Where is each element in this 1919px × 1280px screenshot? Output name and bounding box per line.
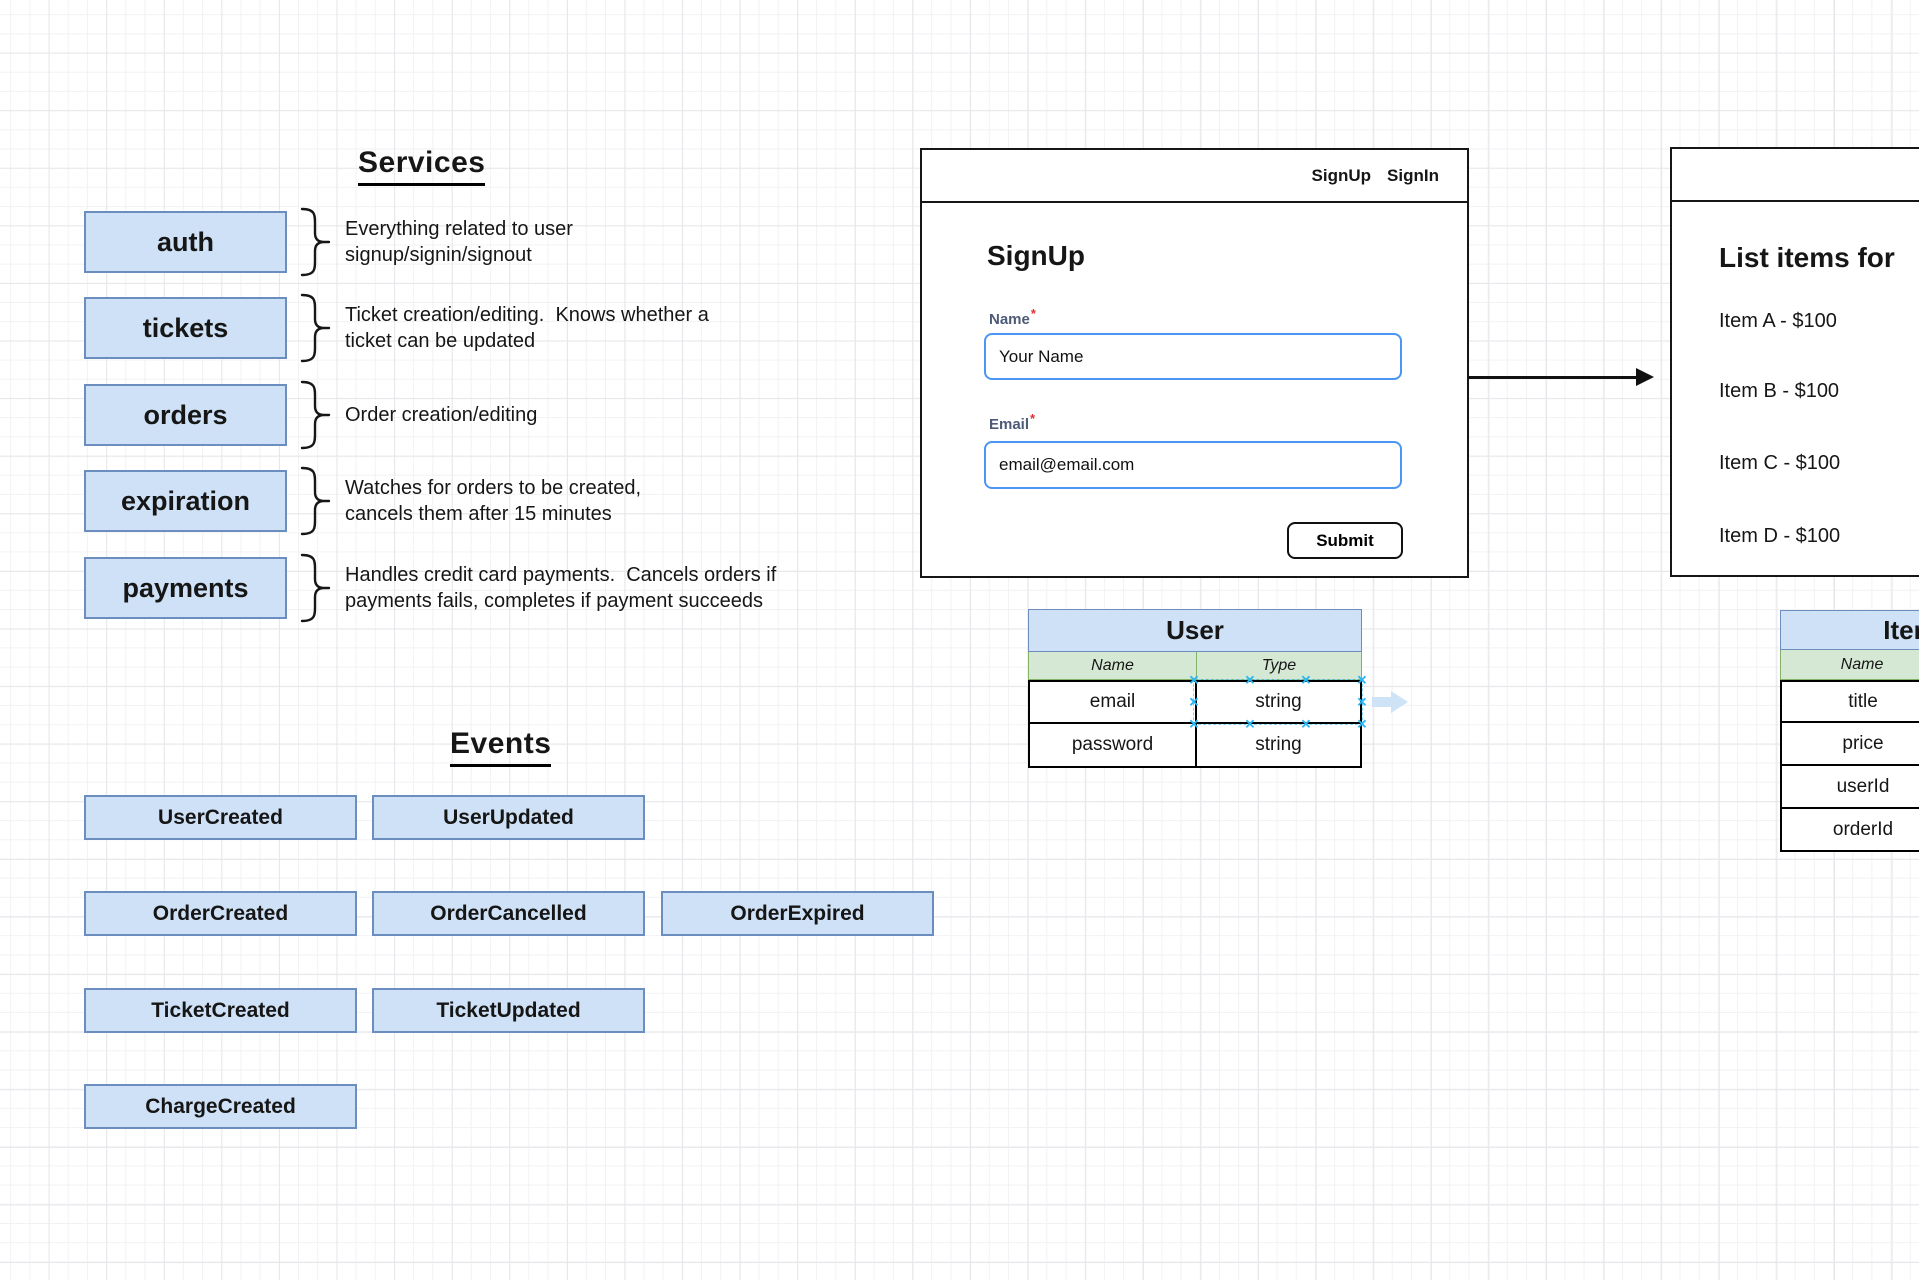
direction-hint-arrow-icon[interactable] bbox=[1372, 691, 1408, 713]
service-box-auth[interactable]: auth bbox=[84, 211, 287, 273]
required-asterisk: * bbox=[1030, 306, 1036, 321]
event-box-ticketcreated[interactable]: TicketCreated bbox=[84, 988, 357, 1033]
event-box-ordercancelled[interactable]: OrderCancelled bbox=[372, 891, 645, 936]
user-table[interactable]: User Name Type email string password str… bbox=[1028, 609, 1363, 768]
column-header-type[interactable]: Type bbox=[1196, 652, 1361, 679]
field-name-cell[interactable]: orderId bbox=[1832, 818, 1894, 840]
selection-handle[interactable] bbox=[1189, 674, 1200, 687]
service-box-label: tickets bbox=[142, 312, 229, 343]
list-item[interactable]: Item D - $100 bbox=[1719, 525, 1841, 547]
service-row-orders: orders Order creation/editing bbox=[84, 380, 538, 450]
name-field-label: Name* bbox=[989, 306, 1036, 328]
list-item[interactable]: Item C - $100 bbox=[1719, 452, 1841, 474]
list-title: List items for bbox=[1719, 242, 1895, 273]
item-table[interactable]: Item Name title price userId orderId bbox=[1780, 610, 1919, 852]
service-description: Ticket creation/editing. Knows whether a… bbox=[345, 304, 709, 352]
email-field-label: Email* bbox=[989, 411, 1036, 433]
service-description: Handles credit card payments. Cancels or… bbox=[345, 564, 777, 612]
service-description: Everything related to user signup/signin… bbox=[345, 218, 573, 266]
connector-arrowhead-icon bbox=[1636, 368, 1654, 386]
event-box-ordercreated[interactable]: OrderCreated bbox=[84, 891, 357, 936]
column-header-name[interactable]: Name bbox=[1091, 656, 1134, 674]
service-box-orders[interactable]: orders bbox=[84, 384, 287, 446]
selection-handle[interactable] bbox=[1245, 674, 1256, 687]
event-box-label: UserCreated bbox=[158, 805, 283, 829]
name-input[interactable] bbox=[984, 333, 1402, 380]
event-box-label: OrderCreated bbox=[152, 901, 289, 925]
curly-brace-icon bbox=[300, 380, 331, 450]
field-name-cell[interactable]: password bbox=[1071, 734, 1154, 755]
service-description: Order creation/editing bbox=[345, 404, 538, 426]
event-box-userupdated[interactable]: UserUpdated bbox=[372, 795, 645, 840]
user-table-title[interactable]: User bbox=[1028, 609, 1362, 652]
service-box-expiration[interactable]: expiration bbox=[84, 470, 287, 532]
event-box-label: TicketCreated bbox=[151, 998, 290, 1022]
selection-handle[interactable] bbox=[1189, 696, 1200, 709]
event-box-orderexpired[interactable]: OrderExpired bbox=[661, 891, 934, 936]
service-description: Watches for orders to be created, cancel… bbox=[345, 477, 642, 525]
nav-signin-link[interactable]: SignIn bbox=[1387, 165, 1439, 185]
selection-handle[interactable] bbox=[1301, 674, 1312, 687]
required-asterisk: * bbox=[1030, 411, 1036, 426]
service-box-label: expiration bbox=[120, 485, 251, 516]
event-box-ticketupdated[interactable]: TicketUpdated bbox=[372, 988, 645, 1033]
curly-brace-icon bbox=[300, 207, 331, 277]
service-box-tickets[interactable]: tickets bbox=[84, 297, 287, 359]
submit-button[interactable]: Submit bbox=[1287, 522, 1403, 559]
service-row-payments: payments Handles credit card payments. C… bbox=[84, 553, 777, 623]
email-input[interactable] bbox=[984, 441, 1402, 489]
selection-handle[interactable] bbox=[1357, 696, 1368, 709]
field-type-cell[interactable]: string bbox=[1195, 724, 1360, 766]
service-box-label: auth bbox=[157, 226, 214, 257]
service-row-expiration: expiration Watches for orders to be crea… bbox=[84, 466, 642, 536]
list-items-wireframe[interactable]: List items for Item A - $100 Item B - $1… bbox=[1670, 147, 1919, 577]
event-box-chargecreated[interactable]: ChargeCreated bbox=[84, 1084, 357, 1129]
selection-handle[interactable] bbox=[1189, 718, 1200, 731]
field-name-cell[interactable]: email bbox=[1089, 691, 1136, 712]
column-header-name[interactable]: Name bbox=[1840, 655, 1884, 673]
wireframe-navbar bbox=[1672, 149, 1919, 202]
cell-selection-overlay bbox=[1193, 679, 1363, 725]
curly-brace-icon bbox=[300, 293, 331, 363]
connector-arrow[interactable] bbox=[1469, 376, 1639, 379]
table-row: orderId bbox=[1780, 809, 1919, 852]
wireframe-navbar: SignUp SignIn bbox=[922, 150, 1467, 203]
event-box-label: OrderExpired bbox=[730, 901, 865, 925]
service-box-payments[interactable]: payments bbox=[84, 557, 287, 619]
service-box-label: payments bbox=[122, 572, 249, 603]
signup-wireframe[interactable]: SignUp SignIn SignUp Name* Email* Submit bbox=[920, 148, 1469, 578]
event-box-label: ChargeCreated bbox=[145, 1094, 296, 1118]
event-box-usercreated[interactable]: UserCreated bbox=[84, 795, 357, 840]
list-item[interactable]: Item A - $100 bbox=[1719, 310, 1837, 332]
events-heading[interactable]: Events bbox=[450, 727, 552, 767]
nav-signup-link[interactable]: SignUp bbox=[1311, 165, 1372, 185]
selection-handle[interactable] bbox=[1245, 718, 1256, 731]
event-box-label: OrderCancelled bbox=[430, 901, 587, 925]
field-name-cell[interactable]: price bbox=[1842, 732, 1884, 754]
services-heading[interactable]: Services bbox=[358, 146, 486, 186]
service-box-label: orders bbox=[143, 399, 228, 430]
event-box-label: UserUpdated bbox=[443, 805, 574, 829]
service-row-tickets: tickets Ticket creation/editing. Knows w… bbox=[84, 293, 709, 363]
item-table-title[interactable]: Item bbox=[1780, 610, 1919, 650]
selection-handle[interactable] bbox=[1357, 674, 1368, 687]
signup-form-title: SignUp bbox=[987, 240, 1085, 271]
event-box-label: TicketUpdated bbox=[436, 998, 581, 1022]
selection-handle[interactable] bbox=[1301, 718, 1312, 731]
field-name-cell[interactable]: title bbox=[1848, 690, 1878, 712]
list-item[interactable]: Item B - $100 bbox=[1719, 380, 1840, 402]
table-row: title bbox=[1780, 680, 1919, 723]
field-name-cell[interactable]: userId bbox=[1836, 775, 1890, 797]
item-table-column-headers: Name bbox=[1780, 650, 1919, 680]
curly-brace-icon bbox=[300, 553, 331, 623]
curly-brace-icon bbox=[300, 466, 331, 536]
table-row: userId bbox=[1780, 766, 1919, 809]
table-row: price bbox=[1780, 723, 1919, 766]
selection-handle[interactable] bbox=[1357, 718, 1368, 731]
service-row-auth: auth Everything related to user signup/s… bbox=[84, 207, 573, 277]
